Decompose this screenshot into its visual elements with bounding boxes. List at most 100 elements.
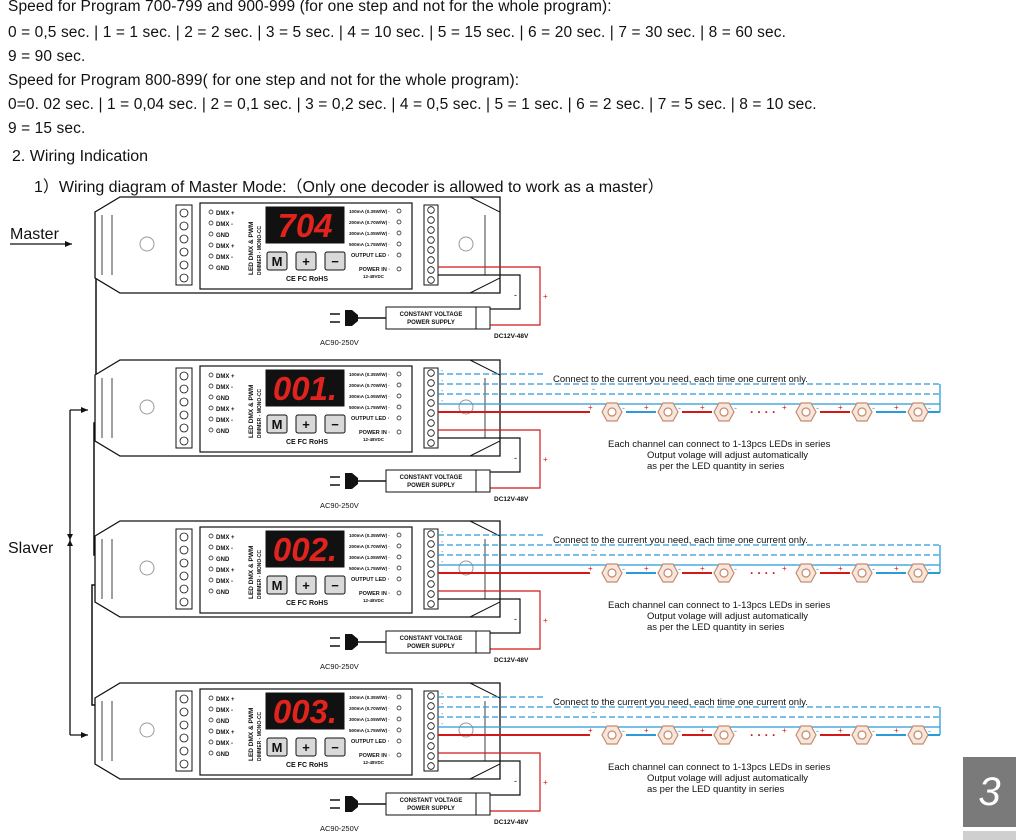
- led-plus-sign: +: [838, 564, 843, 573]
- m-button-label: M: [272, 578, 283, 593]
- terminal-screw: [179, 532, 189, 542]
- terminal-screw: [427, 530, 435, 538]
- terminal-screw: [427, 409, 435, 417]
- pin-dot: [396, 252, 402, 258]
- lcd-digits: 003.: [273, 693, 337, 730]
- mount-hole: [139, 236, 155, 252]
- power-supply-end: [475, 469, 491, 493]
- led-ellipsis: · · · ·: [750, 566, 776, 580]
- pin-dot: [208, 416, 214, 422]
- power-negative-wire: [438, 760, 521, 796]
- terminal-screw: [179, 584, 189, 594]
- model-sub-label: DIMMER - MONO-CC: [257, 549, 263, 599]
- terminal-screw: [427, 722, 435, 730]
- output-led-label: OUTPUT LED ·: [351, 577, 390, 583]
- output-note-2: as per the LED quantity in series: [647, 461, 785, 472]
- m-button-label: M: [272, 740, 283, 755]
- plus-button-label: +: [302, 254, 310, 269]
- page-number-strip: [963, 831, 1016, 840]
- terminal-screw: [427, 439, 435, 447]
- wire-minus-sign: -: [441, 549, 444, 556]
- cert-marks: CE FC RoHS: [286, 276, 328, 283]
- led-lens-icon: [801, 730, 811, 740]
- output-led-label: OUTPUT LED ·: [351, 253, 390, 259]
- pin-dot: [208, 220, 214, 226]
- lcd-digits: 002.: [273, 531, 337, 568]
- led-lens-icon: [607, 568, 617, 578]
- terminal-screw: [179, 571, 189, 581]
- psu-label-1: CONSTANT VOLTAGE: [400, 312, 463, 318]
- led-lens-icon: [607, 730, 617, 740]
- master-label: Master: [10, 226, 59, 243]
- terminal-screw: [179, 720, 189, 730]
- plus-button-label: +: [302, 740, 310, 755]
- dmx-pin-label: GND: [216, 719, 230, 725]
- model-label: LED DMX & PWM: [248, 546, 255, 599]
- plug-icon: [345, 796, 358, 812]
- dmx-pin-label: GND: [216, 429, 230, 435]
- terminal-screw: [427, 560, 435, 568]
- dmx-pin-label: GND: [216, 266, 230, 272]
- pin-dot: [396, 576, 402, 582]
- m-button-label: M: [272, 254, 283, 269]
- terminal-screw: [179, 221, 189, 231]
- dmx-pin-label: DMX +: [216, 374, 235, 380]
- current-option: 200mA (0.70W/W) ·: [349, 544, 390, 549]
- terminal-screw: [427, 762, 435, 770]
- led-plus-sign: +: [894, 726, 899, 735]
- terminal-screw: [179, 371, 189, 381]
- slaver-arrow-bottom-head: [81, 732, 88, 738]
- current-option: 500mA (1.75W/W) ·: [349, 566, 390, 571]
- pin-dot: [208, 372, 214, 378]
- led-plus-sign: +: [838, 403, 843, 412]
- terminal-screw: [179, 410, 189, 420]
- pin-dot: [208, 394, 214, 400]
- text-line-2: 0 = 0,5 sec. | 1 = 1 sec. | 2 = 2 sec. |…: [8, 24, 786, 41]
- led-lens-icon: [857, 730, 867, 740]
- cert-marks: CE FC RoHS: [286, 762, 328, 769]
- output-note-1: Output volage will adjust automatically: [647, 773, 808, 784]
- pin-dot: [396, 554, 402, 560]
- led-lens-icon: [719, 407, 729, 417]
- led-plus-sign: +: [644, 403, 649, 412]
- terminal-screw: [427, 429, 435, 437]
- power-positive-wire: [438, 590, 541, 650]
- connect-minus: -: [592, 384, 595, 394]
- pin-dot: [396, 266, 402, 272]
- current-option: 500mA (1.75W/W) ·: [349, 728, 390, 733]
- current-option: 500mA (1.75W/W) ·: [349, 242, 390, 247]
- pin-dot: [208, 544, 214, 550]
- terminal-screw: [179, 597, 189, 607]
- psu-label-2: POWER SUPPLY: [407, 483, 455, 489]
- dmx-pin-label: DMX -: [216, 741, 233, 747]
- led-count-note: Each channel can connect to 1-13pcs LEDs…: [608, 439, 831, 450]
- power-in-label: POWER IN ·: [359, 267, 390, 273]
- psu-dc-label: DC12V-48V: [494, 657, 529, 664]
- led-lens-icon: [663, 730, 673, 740]
- current-option: 100mA (0.35W/W) ·: [349, 372, 390, 377]
- dmx-pin-label: DMX -: [216, 255, 233, 261]
- pin-dot: [396, 404, 402, 410]
- text-line-3: 9 = 90 sec.: [8, 48, 86, 65]
- terminal-screw: [179, 208, 189, 218]
- current-option: 300mA (1.05W/W) ·: [349, 717, 390, 722]
- pin-dot: [208, 566, 214, 572]
- wire-minus-sign: -: [441, 398, 444, 405]
- terminal-screw: [427, 399, 435, 407]
- connect-note: Connect to the current you need, each ti…: [553, 535, 808, 546]
- led-minus-sign: -: [678, 564, 681, 574]
- led-minus-sign: -: [678, 726, 681, 736]
- lcd-display: [265, 692, 345, 730]
- led-minus-sign: -: [678, 403, 681, 413]
- led-lens-icon: [801, 407, 811, 417]
- mount-hole: [458, 722, 474, 738]
- psu-dc-label: DC12V-48V: [494, 333, 529, 340]
- output-led-label: OUTPUT LED ·: [351, 739, 390, 745]
- model-sub-label: DIMMER - MONO-CC: [257, 225, 263, 275]
- pin-dot: [208, 588, 214, 594]
- pin-dot: [208, 405, 214, 411]
- terminal-screw: [427, 389, 435, 397]
- minus-button: [324, 737, 346, 757]
- power-in-label: POWER IN ·: [359, 591, 390, 597]
- terminal-screw: [179, 436, 189, 446]
